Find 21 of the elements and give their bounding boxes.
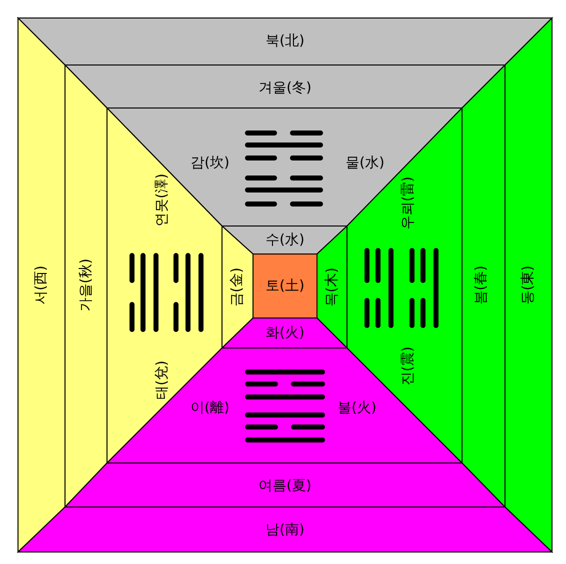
trigram-label: 물(水) bbox=[346, 155, 384, 171]
trigram-label: 태(兌) bbox=[154, 360, 170, 400]
trigram-label: 이(離) bbox=[190, 400, 230, 416]
trigram-label: 우뢰(雷) bbox=[400, 176, 416, 230]
season-label: 가을(秋) bbox=[78, 258, 94, 312]
season-label: 겨울(冬) bbox=[258, 80, 312, 96]
element-label: 토(土) bbox=[266, 278, 304, 294]
element-label: 수(水) bbox=[266, 232, 304, 248]
direction-label: 동(東) bbox=[520, 266, 536, 304]
direction-label: 서(西) bbox=[33, 266, 49, 304]
trigram-label: 감(坎) bbox=[190, 155, 230, 171]
season-label: 봄(春) bbox=[473, 266, 489, 304]
direction-label: 북(北) bbox=[266, 33, 304, 49]
element-label: 목(木) bbox=[324, 268, 340, 306]
season-label: 여름(夏) bbox=[258, 478, 312, 494]
trigram-label: 진(震) bbox=[400, 346, 416, 386]
element-label: 화(火) bbox=[266, 325, 304, 341]
trigram-label: 불(火) bbox=[338, 400, 376, 416]
trigram-label: 연못(澤) bbox=[154, 174, 170, 226]
element-label: 금(金) bbox=[229, 268, 245, 306]
direction-label: 남(南) bbox=[266, 522, 304, 538]
